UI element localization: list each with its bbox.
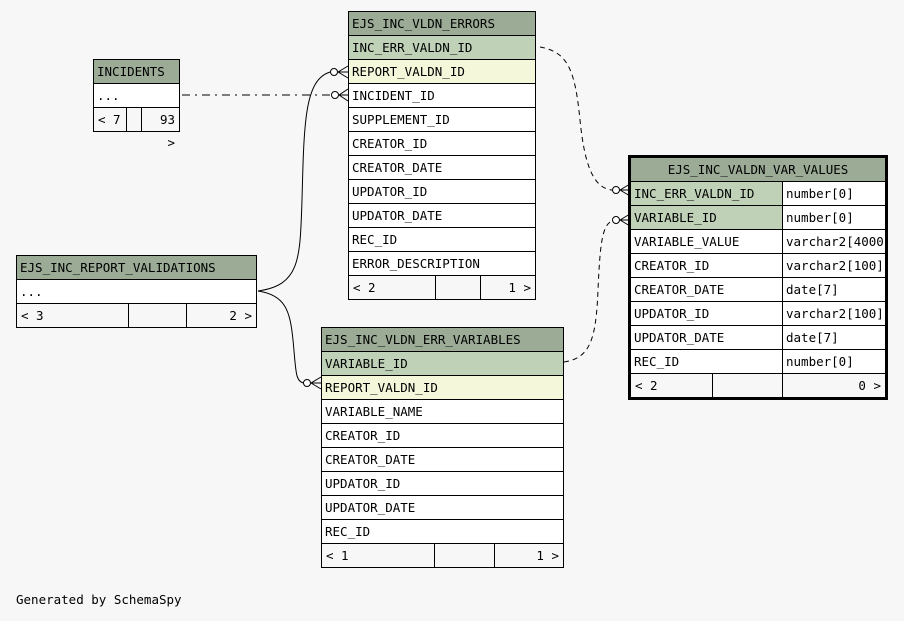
column-row[interactable]: SUPPLEMENT_ID bbox=[349, 108, 535, 132]
column-name: CREATOR_DATE bbox=[634, 282, 725, 297]
table-footer: < 7 93 > bbox=[94, 108, 179, 150]
table-footer: < 2 0 > bbox=[631, 374, 885, 397]
child-count[interactable]: 2 > bbox=[186, 304, 256, 327]
column-row[interactable]: CREATOR_DATE bbox=[322, 448, 563, 472]
column-name: VARIABLE_ID bbox=[631, 206, 782, 229]
column-name: UPDATOR_DATE bbox=[634, 330, 725, 345]
column-name: UPDATOR_ID bbox=[634, 306, 710, 321]
child-count[interactable]: 1 > bbox=[480, 276, 535, 299]
column-row[interactable]: UPDATOR_ID bbox=[322, 472, 563, 496]
column-type: number[0] bbox=[782, 206, 885, 229]
column-row[interactable]: VARIABLE_VALUE varchar2[4000] bbox=[631, 230, 885, 254]
column-type: date[7] bbox=[782, 278, 885, 301]
table-footer: < 1 1 > bbox=[322, 544, 563, 567]
column-type: number[0] bbox=[782, 182, 885, 205]
column-row[interactable]: REC_ID bbox=[322, 520, 563, 544]
table-title[interactable]: INCIDENTS bbox=[94, 60, 179, 84]
column-name: VARIABLE_VALUE bbox=[634, 234, 740, 249]
table-footer: < 2 1 > bbox=[349, 276, 535, 299]
column-row[interactable]: CREATOR_ID bbox=[322, 424, 563, 448]
column-row[interactable]: UPDATOR_ID bbox=[349, 180, 535, 204]
column-type: varchar2[4000] bbox=[782, 230, 885, 253]
parent-count[interactable]: < 1 bbox=[326, 548, 349, 563]
child-count[interactable]: 93 > bbox=[141, 108, 179, 150]
column-row[interactable]: VARIABLE_NAME bbox=[322, 400, 563, 424]
parent-count[interactable]: < 2 bbox=[353, 280, 376, 295]
edge-report-errvars bbox=[257, 290, 305, 384]
column-name: CREATOR_ID bbox=[634, 258, 710, 273]
edge-errvars-varvalues bbox=[563, 220, 613, 363]
column-row[interactable]: REC_ID bbox=[349, 228, 535, 252]
column-ellipsis: ... bbox=[94, 84, 179, 108]
table-ejs-inc-valdn-var-values[interactable]: EJS_INC_VALDN_VAR_VALUES INC_ERR_VALDN_I… bbox=[628, 155, 888, 400]
column-row[interactable]: CREATOR_DATE date[7] bbox=[631, 278, 885, 302]
column-row[interactable]: UPDATOR_ID varchar2[100] bbox=[631, 302, 885, 326]
table-ejs-inc-vldn-err-variables[interactable]: EJS_INC_VLDN_ERR_VARIABLES VARIABLE_ID R… bbox=[321, 327, 564, 568]
column-row[interactable]: VARIABLE_ID number[0] bbox=[631, 206, 885, 230]
table-footer: < 3 2 > bbox=[17, 304, 256, 327]
child-count[interactable]: 1 > bbox=[494, 544, 563, 567]
footer-spacer bbox=[435, 276, 480, 299]
column-ellipsis: ... bbox=[17, 280, 256, 304]
column-type: varchar2[100] bbox=[782, 302, 885, 325]
table-title[interactable]: EJS_INC_VALDN_VAR_VALUES bbox=[631, 158, 885, 182]
footer-spacer bbox=[434, 544, 494, 567]
column-row[interactable]: UPDATOR_DATE date[7] bbox=[631, 326, 885, 350]
table-title[interactable]: EJS_INC_VLDN_ERR_VARIABLES bbox=[322, 328, 563, 352]
column-type: varchar2[100] bbox=[782, 254, 885, 277]
column-name: INC_ERR_VALDN_ID bbox=[631, 182, 782, 205]
column-type: date[7] bbox=[782, 326, 885, 349]
parent-count[interactable]: < 7 bbox=[98, 112, 121, 127]
child-count[interactable]: 0 > bbox=[782, 374, 885, 397]
footer-spacer bbox=[128, 304, 186, 327]
column-row[interactable]: CREATOR_DATE bbox=[349, 156, 535, 180]
column-type: number[0] bbox=[782, 350, 885, 373]
table-title[interactable]: EJS_INC_REPORT_VALIDATIONS bbox=[17, 256, 256, 280]
column-row[interactable]: CREATOR_ID varchar2[100] bbox=[631, 254, 885, 278]
column-row[interactable]: REC_ID number[0] bbox=[631, 350, 885, 374]
parent-count[interactable]: < 2 bbox=[635, 378, 658, 393]
edge-errors-varvalues bbox=[539, 46, 613, 191]
column-row[interactable]: ERROR_DESCRIPTION bbox=[349, 252, 535, 276]
column-row[interactable]: INC_ERR_VALDN_ID number[0] bbox=[631, 182, 885, 206]
footer-spacer bbox=[712, 374, 782, 397]
column-row[interactable]: CREATOR_ID bbox=[349, 132, 535, 156]
column-row[interactable]: UPDATOR_DATE bbox=[322, 496, 563, 520]
column-name: REC_ID bbox=[634, 354, 680, 369]
parent-count[interactable]: < 3 bbox=[21, 308, 44, 323]
table-ejs-inc-report-validations[interactable]: EJS_INC_REPORT_VALIDATIONS ... < 3 2 > bbox=[16, 255, 257, 328]
table-title[interactable]: EJS_INC_VLDN_ERRORS bbox=[349, 12, 535, 36]
table-incidents[interactable]: INCIDENTS ... < 7 93 > bbox=[93, 59, 180, 150]
table-ejs-inc-vldn-errors[interactable]: EJS_INC_VLDN_ERRORS INC_ERR_VALDN_ID REP… bbox=[348, 11, 536, 300]
column-row[interactable]: INCIDENT_ID bbox=[349, 84, 535, 108]
column-row[interactable]: REPORT_VALDN_ID bbox=[322, 376, 563, 400]
footer-spacer bbox=[126, 108, 141, 131]
column-row[interactable]: VARIABLE_ID bbox=[322, 352, 563, 376]
generated-by-label: Generated by SchemaSpy bbox=[16, 592, 182, 607]
column-row[interactable]: UPDATOR_DATE bbox=[349, 204, 535, 228]
edge-report-errors bbox=[257, 71, 331, 292]
column-row[interactable]: REPORT_VALDN_ID bbox=[349, 60, 535, 84]
column-row[interactable]: INC_ERR_VALDN_ID bbox=[349, 36, 535, 60]
